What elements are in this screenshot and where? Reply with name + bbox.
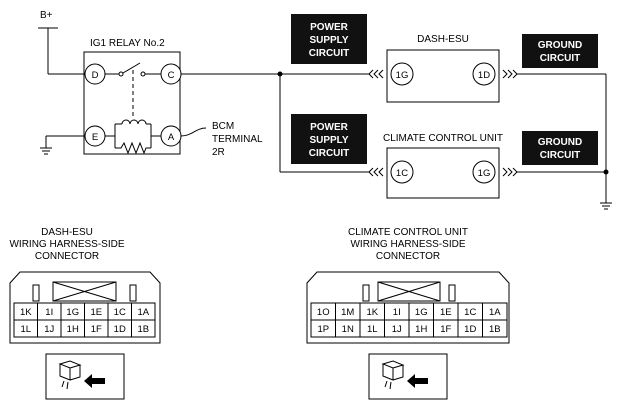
relay-pin-e-label: E — [92, 132, 98, 143]
relay-pin-a-label: A — [168, 132, 175, 143]
supply-label: B+ — [40, 10, 53, 21]
ground-wires — [517, 73, 607, 203]
connector-pin-label: 1L — [20, 324, 31, 335]
connector-pin-label: 1J — [392, 324, 402, 335]
connector-pin-label: 1E — [90, 307, 102, 318]
climate-connector-shell — [306, 271, 510, 344]
connector-pin-label: 1K — [366, 307, 378, 318]
climate-unit-pin-out: 1G — [472, 160, 518, 184]
connector-pin-label: 1G — [415, 307, 428, 318]
relay-pin-c-label: C — [168, 70, 175, 81]
arrow-icon — [407, 374, 428, 388]
connector-pin-label: 1C — [464, 307, 476, 318]
climate-unit-pin-out-label: 1G — [478, 168, 491, 179]
relay-switch-icon — [105, 62, 161, 118]
dash-esu-pin-in-label: 1G — [396, 70, 409, 81]
feed-wires — [181, 73, 370, 173]
connector-pin-label: 1I — [45, 307, 53, 318]
supply-terminal-icon — [38, 27, 84, 75]
bcm-line1: BCM — [212, 121, 234, 132]
ground-symbol-icon — [40, 135, 85, 155]
dash-connector-title2: WIRING HARNESS-SIDE — [9, 239, 124, 250]
connector-pin-label: 1F — [91, 324, 102, 335]
connector-pin-label: 1D — [114, 324, 126, 335]
relay-pin-a: A — [160, 125, 182, 147]
dash-esu-pin-out-label: 1D — [478, 70, 490, 81]
relay-pin-c: C — [160, 63, 182, 85]
connector-pin-label: 1J — [44, 324, 54, 335]
connector-pin-label: 1A — [137, 307, 149, 318]
connector-pin-label: 1C — [114, 307, 126, 318]
connector-pin-label: 1B — [137, 324, 149, 335]
connector-pin-label: 1O — [317, 307, 330, 318]
dash-connector-shell — [9, 271, 161, 344]
dash-connector-grid: 1K 1I 1G 1E 1C 1A 1L 1J 1H 1F 1D 1B — [13, 302, 156, 338]
relay-title: IG1 RELAY No.2 — [90, 38, 165, 49]
bcm-wire-icon — [180, 127, 207, 137]
connector-pin-label: 1F — [440, 324, 451, 335]
climate-connector-title2: WIRING HARNESS-SIDE — [350, 239, 465, 250]
psc-top-line1: POWER — [310, 22, 349, 33]
gnd-top-line1: GROUND — [538, 40, 582, 51]
connector-pin-label: 1I — [393, 307, 401, 318]
connector-cell — [482, 319, 508, 338]
connector-pin-label: 1N — [342, 324, 354, 335]
relay-pin-e: E — [84, 125, 106, 147]
relay-pin-d: D — [84, 63, 106, 85]
connector-pin-label: 1M — [341, 307, 354, 318]
psc-bot-line3: CIRCUIT — [309, 148, 350, 159]
connector-view-icon — [368, 353, 448, 400]
psc-bot-line2: SUPPLY — [309, 135, 348, 146]
dash-esu-title: DASH-ESU — [417, 34, 469, 45]
connector-pin-label: 1P — [317, 324, 329, 335]
gnd-bot-line1: GROUND — [538, 137, 582, 148]
arrow-icon — [84, 374, 105, 388]
ground-circuit-box-bottom: GROUND CIRCUIT — [522, 131, 598, 165]
connector-pin-label: 1E — [440, 307, 452, 318]
dash-esu-pin-in: 1G — [368, 62, 414, 86]
psc-bot-line1: POWER — [310, 122, 349, 133]
connector-pin-label: 1D — [464, 324, 476, 335]
psc-top-line2: SUPPLY — [309, 35, 348, 46]
relay-coil-icon — [105, 119, 161, 155]
climate-connector-grid: 1O 1M 1K 1I 1G 1E 1C 1A 1P 1N 1L 1J 1H 1F 1D 1B — [310, 302, 508, 338]
power-supply-box-bottom: POWER SUPPLY CIRCUIT — [291, 114, 367, 164]
dash-connector-title3: CONNECTOR — [35, 251, 99, 262]
climate-unit-title: CLIMATE CONTROL UNIT — [383, 133, 503, 144]
connector-pin-label: 1A — [489, 307, 501, 318]
relay-box — [83, 51, 181, 155]
connector-cell — [131, 319, 156, 338]
climate-unit-pin-in-label: 1C — [396, 168, 408, 179]
relay-pin-d-label: D — [92, 70, 99, 81]
connector-view-icon — [45, 353, 125, 400]
ground-circuit-box-top: GROUND CIRCUIT — [522, 34, 598, 68]
junction-dot-icon — [277, 71, 283, 77]
gnd-top-line2: CIRCUIT — [540, 53, 581, 64]
climate-connector-title3: CONNECTOR — [376, 251, 440, 262]
bcm-line2: TERMINAL — [212, 134, 263, 145]
connector-pin-label: 1L — [367, 324, 378, 335]
gnd-bot-line2: CIRCUIT — [540, 150, 581, 161]
connector-pin-label: 1H — [415, 324, 427, 335]
connector-pin-label: 1K — [20, 307, 32, 318]
climate-unit-pin-in: 1C — [368, 160, 414, 184]
connector-pin-label: 1G — [66, 307, 79, 318]
climate-connector-title1: CLIMATE CONTROL UNIT — [348, 227, 468, 238]
connector-pin-label: 1B — [489, 324, 501, 335]
bcm-line3: 2R — [212, 147, 225, 158]
power-supply-box-top: POWER SUPPLY CIRCUIT — [291, 14, 367, 64]
dash-esu-pin-out: 1D — [472, 62, 518, 86]
psc-top-line3: CIRCUIT — [309, 48, 350, 59]
junction-dot-icon — [603, 169, 609, 175]
connector-pin-label: 1H — [67, 324, 79, 335]
ground-symbol-icon — [600, 202, 612, 210]
dash-connector-title1: DASH-ESU — [41, 227, 93, 238]
